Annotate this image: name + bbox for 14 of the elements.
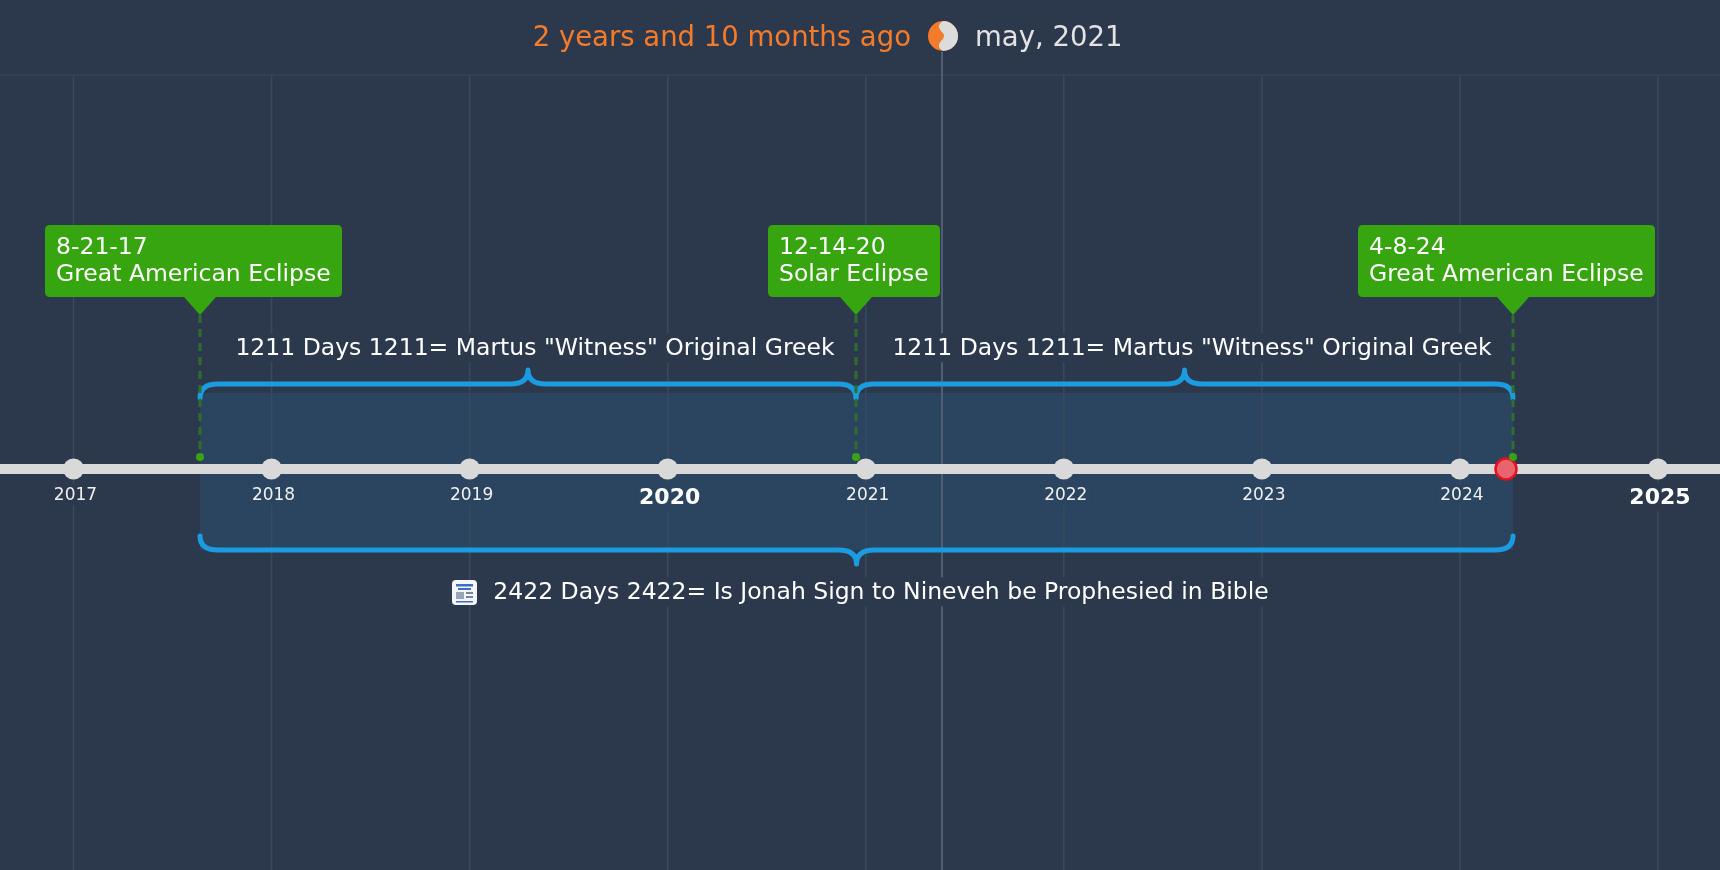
event-callout — [768, 225, 940, 315]
event-date: 12-14-20 — [779, 233, 887, 260]
event-callout — [1358, 225, 1655, 315]
event-dot-icon — [196, 453, 204, 461]
event-name: Great American Eclipse — [56, 260, 331, 287]
elapsed-time-text: 2 years and 10 months ago — [532, 18, 911, 54]
event-callout — [45, 225, 342, 315]
event-date: 8-21-17 — [56, 233, 149, 260]
event-date: 4-8-24 — [1369, 233, 1447, 260]
event-name: Solar Eclipse — [779, 260, 929, 287]
event-name: Great American Eclipse — [1369, 260, 1644, 287]
event-dot-icon — [852, 453, 860, 461]
date-text: may, 2021 — [975, 18, 1123, 54]
event-dot-icon — [1509, 453, 1517, 461]
